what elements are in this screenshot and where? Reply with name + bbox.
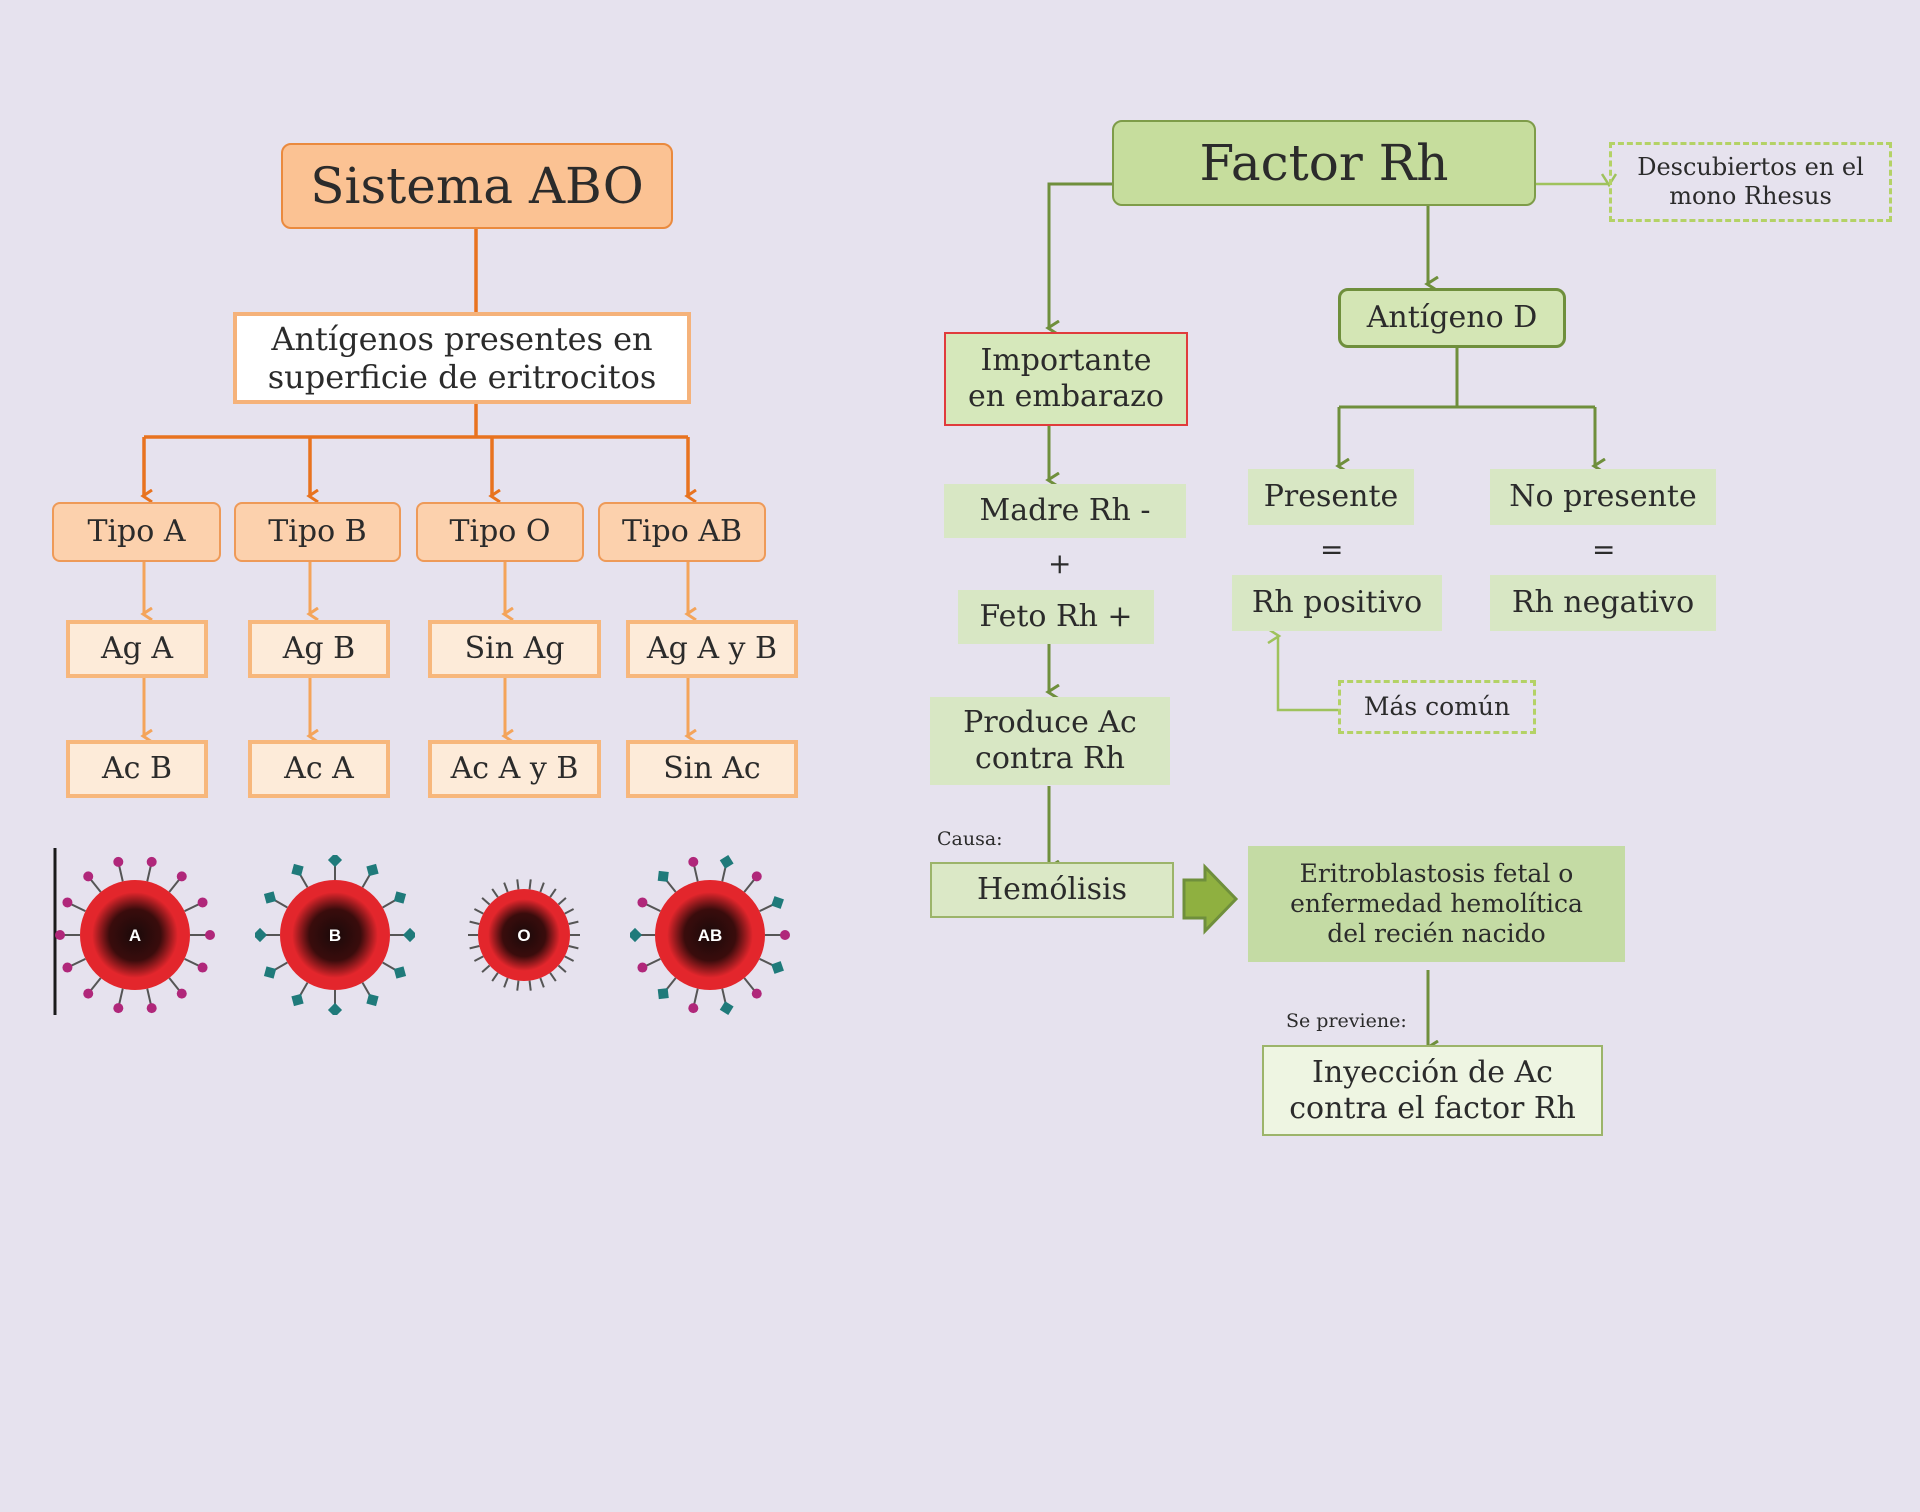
- antibody-a-label: Ac B: [101, 751, 173, 786]
- abo-title-label: Sistema ABO: [310, 157, 644, 215]
- rh-positive-box: Rh positivo: [1232, 575, 1442, 631]
- rh-title-label: Factor Rh: [1199, 134, 1449, 192]
- injection-box: Inyección de Ac contra el factor Rh: [1262, 1045, 1603, 1136]
- not-present-label: No presente: [1509, 479, 1697, 514]
- fetus-label: Feto Rh +: [979, 599, 1133, 634]
- produces-box: Produce Ac contra Rh: [930, 697, 1170, 785]
- cell-letter: O: [517, 926, 530, 945]
- injection-label: Inyección de Ac contra el factor Rh: [1289, 1054, 1576, 1126]
- antibody-a-box: Ac B: [66, 740, 208, 798]
- antibody-b-box: Ac A: [248, 740, 390, 798]
- antigen-o-label: Sin Ag: [464, 631, 565, 666]
- cell-a-icon: A: [55, 856, 215, 1014]
- more-common-label: Más común: [1363, 692, 1511, 721]
- antibody-o-box: Ac A y B: [428, 740, 601, 798]
- rh-negative-box: Rh negativo: [1490, 575, 1716, 631]
- antigen-b-label: Ag B: [282, 631, 356, 666]
- cell-ab-icon: AB: [630, 855, 790, 1015]
- type-ab-box: Tipo AB: [598, 502, 766, 562]
- equals-sign-negative: =: [1592, 533, 1616, 566]
- antigen-ab-label: Ag A y B: [646, 631, 778, 666]
- type-a-box: Tipo A: [52, 502, 221, 562]
- cell-letter: AB: [698, 926, 723, 945]
- causa-label: Causa:: [937, 828, 1003, 850]
- abo-subtitle-label: Antígenos presentes en superficie de eri…: [267, 319, 657, 396]
- rh-positive-label: Rh positivo: [1251, 585, 1423, 620]
- not-present-box: No presente: [1490, 469, 1716, 525]
- type-a-label: Tipo A: [87, 514, 186, 549]
- rh-title: Factor Rh: [1112, 120, 1536, 206]
- antigen-o-box: Sin Ag: [428, 620, 601, 678]
- fetus-box: Feto Rh +: [958, 590, 1154, 644]
- type-b-box: Tipo B: [234, 502, 401, 562]
- type-ab-label: Tipo AB: [621, 514, 743, 549]
- antigen-d-label: Antígeno D: [1366, 300, 1538, 335]
- antigen-a-label: Ag A: [100, 631, 174, 666]
- antibody-o-label: Ac A y B: [450, 751, 579, 786]
- antigen-ab-box: Ag A y B: [626, 620, 798, 678]
- antibody-b-label: Ac A: [284, 751, 354, 786]
- present-box: Presente: [1248, 469, 1414, 525]
- type-b-label: Tipo B: [268, 514, 367, 549]
- antibody-ab-box: Sin Ac: [626, 740, 798, 798]
- produces-label: Produce Ac contra Rh: [963, 705, 1137, 776]
- hemolysis-box: Hemólisis: [930, 862, 1174, 918]
- rhesus-note: Descubiertos en el mono Rhesus: [1609, 142, 1892, 222]
- cell-b-icon: B: [255, 855, 415, 1015]
- equals-sign-positive: =: [1320, 533, 1344, 566]
- plus-sign: +: [1048, 547, 1072, 580]
- abo-subtitle: Antígenos presentes en superficie de eri…: [233, 312, 691, 404]
- abo-title: Sistema ABO: [281, 143, 673, 229]
- antigen-d-box: Antígeno D: [1338, 288, 1566, 348]
- type-o-box: Tipo O: [416, 502, 584, 562]
- prevent-label: Se previene:: [1286, 1010, 1407, 1032]
- rhesus-note-label: Descubiertos en el mono Rhesus: [1637, 153, 1864, 210]
- more-common-note: Más común: [1338, 680, 1536, 734]
- type-o-label: Tipo O: [449, 514, 551, 549]
- hemolysis-to-disease-arrow: [1182, 863, 1239, 935]
- antigen-a-box: Ag A: [66, 620, 208, 678]
- mother-box: Madre Rh -: [944, 484, 1186, 538]
- antibody-ab-label: Sin Ac: [663, 751, 761, 786]
- cell-letter: B: [329, 926, 341, 945]
- pregnancy-label: Importante en embarazo: [968, 343, 1164, 414]
- rh-negative-label: Rh negativo: [1511, 585, 1695, 620]
- mother-label: Madre Rh -: [979, 493, 1151, 528]
- hemolysis-label: Hemólisis: [977, 872, 1127, 907]
- antigen-b-box: Ag B: [248, 620, 390, 678]
- pregnancy-box: Importante en embarazo: [944, 332, 1188, 426]
- disease-label: Eritroblastosis fetal o enfermedad hemol…: [1290, 859, 1583, 948]
- cell-letter: A: [129, 926, 141, 945]
- disease-box: Eritroblastosis fetal o enfermedad hemol…: [1248, 846, 1625, 962]
- present-label: Presente: [1263, 479, 1399, 514]
- cell-o-icon: O: [468, 879, 580, 991]
